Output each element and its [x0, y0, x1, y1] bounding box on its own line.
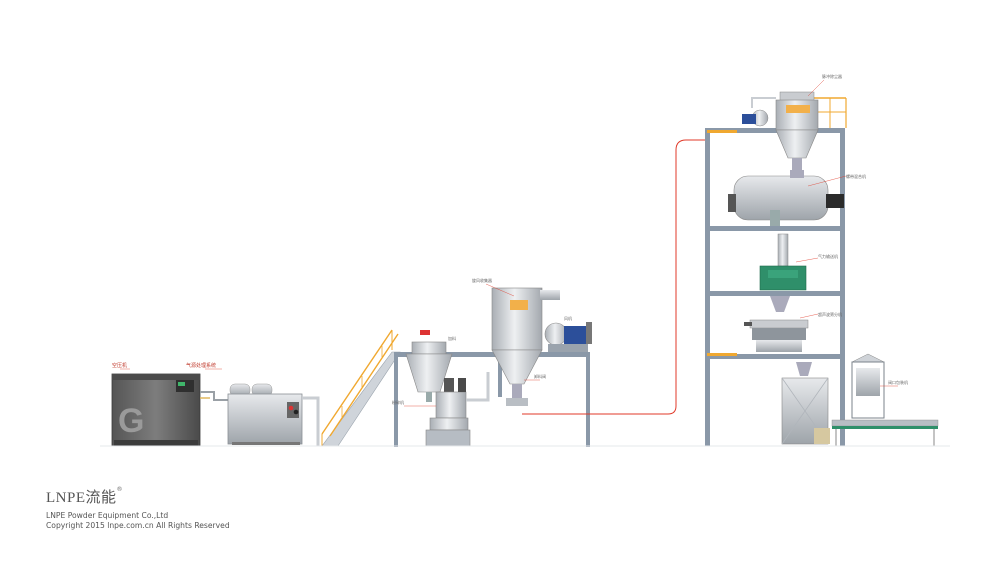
cyclone-collector: [491, 287, 560, 406]
valve-packing-machine: [814, 353, 939, 446]
air-pipe: [200, 391, 228, 401]
ribbon-mixer: [728, 170, 844, 226]
svg-text:脉冲除尘器: 脉冲除尘器: [822, 73, 842, 79]
logo-cn: 流能: [85, 490, 117, 506]
steel-frame: [705, 128, 845, 446]
label-fan: 风机: [564, 315, 572, 321]
air-compressor: G: [111, 373, 201, 447]
ultrasonic-sieve: [744, 296, 809, 352]
svg-text:超声波筛分机: 超声波筛分机: [818, 311, 842, 317]
label-compressor: 空压机: [112, 362, 130, 370]
label-sieve: 超声波筛分机: [799, 311, 842, 319]
label-cyclone-valve: 卸料阀: [524, 373, 546, 381]
pulse-dust-filter: [742, 91, 819, 170]
compressor-logo-glyph: G: [118, 402, 144, 440]
svg-text:加料: 加料: [448, 335, 456, 341]
brand-logo: LNPE流能®: [46, 486, 230, 507]
label-feed-hopper: 加料: [448, 335, 456, 341]
company-name: LNPE Powder Equipment Co.,Ltd: [46, 511, 169, 520]
svg-text:风机: 风机: [564, 315, 572, 321]
grinder-platform: [394, 352, 590, 447]
pneumatic-conveyor: [759, 233, 807, 291]
product-pipe: [466, 372, 490, 402]
conveying-pipe: [522, 139, 706, 415]
top-railing: [812, 97, 847, 128]
blower-fan: [544, 322, 592, 352]
grinder-mill: [425, 378, 471, 447]
feed-hopper: [405, 330, 453, 402]
label-collector: 旋风收集器: [472, 277, 515, 297]
brand-block: LNPE流能® LNPE Powder Equipment Co.,Ltd Co…: [46, 486, 230, 530]
label-grinder: 粉碎机: [392, 399, 436, 407]
air-pipe-2: [302, 396, 320, 446]
label-mixer: 螺带混合机: [807, 173, 866, 187]
svg-text:粉碎机: 粉碎机: [392, 399, 404, 405]
copyright-text: Copyright 2015 lnpe.com.cn All Rights Re…: [46, 521, 230, 530]
label-packer: 阀口包装机: [880, 379, 908, 387]
air-dryer-unit: [227, 383, 303, 445]
label-air-dryer: 气源处理系统: [186, 362, 222, 370]
svg-text:阀口包装机: 阀口包装机: [888, 379, 908, 385]
svg-text:卸料阀: 卸料阀: [534, 373, 546, 379]
svg-text:旋风收集器: 旋风收集器: [472, 277, 492, 283]
svg-text:气力输送机: 气力输送机: [818, 253, 838, 259]
svg-text:螺带混合机: 螺带混合机: [846, 173, 866, 179]
logo-text: LNPE: [46, 490, 86, 506]
staircase: [321, 329, 401, 447]
label-conveyor: 气力输送机: [795, 253, 838, 263]
label-pulse-filter: 脉冲除尘器: [807, 73, 842, 97]
svg-text:空压机: 空压机: [112, 362, 127, 369]
svg-text:气源处理系统: 气源处理系统: [186, 362, 216, 369]
registered-mark: ®: [116, 486, 123, 493]
